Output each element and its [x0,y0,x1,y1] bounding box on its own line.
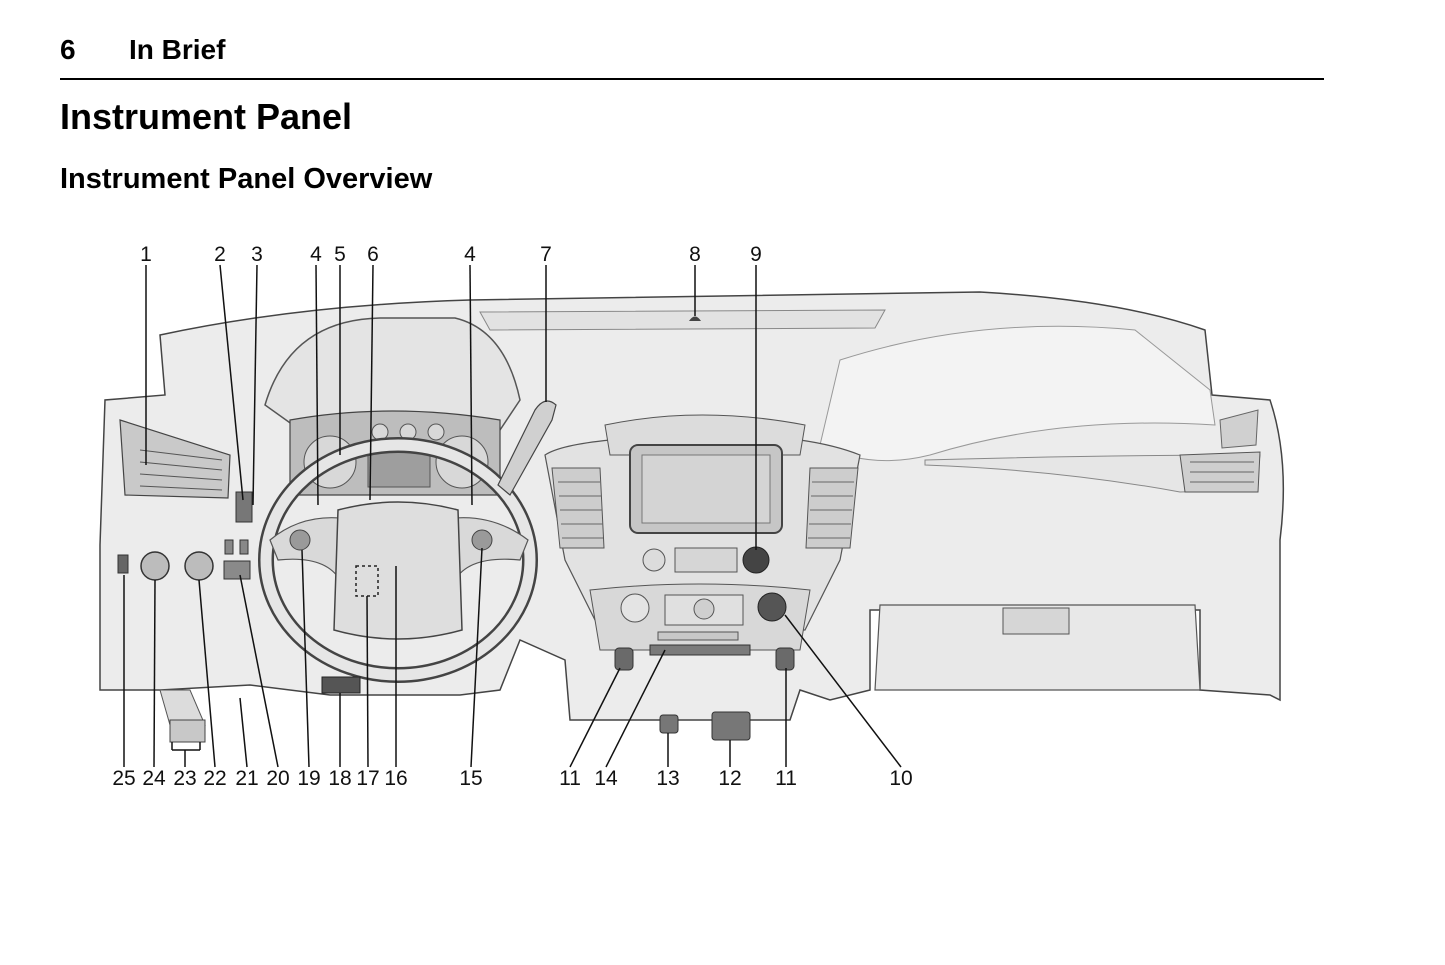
figure-title: Instrument Panel Overview [60,163,433,195]
callout-8: 8 [689,243,701,266]
callout-22: 22 [203,767,226,790]
running-header: 6 In Brief [60,34,1324,80]
callout-7: 7 [540,243,552,266]
callout-4-left: 4 [310,243,322,266]
section-name: In Brief [129,34,226,65]
callout-12: 12 [718,767,741,790]
callout-25: 25 [112,767,135,790]
callout-11-right: 11 [775,767,797,790]
callout-9: 9 [750,243,762,266]
callout-17: 17 [356,767,379,790]
callout-6: 6 [367,243,379,266]
callout-16: 16 [384,767,407,790]
callout-23: 23 [173,767,196,790]
callout-3: 3 [251,243,263,266]
dashboard-drawing [99,291,1285,743]
page-number: 6 [60,34,76,65]
callout-leaders [123,264,902,768]
callout-24: 24 [142,767,166,790]
callout-18: 18 [328,767,351,790]
callout-4-right: 4 [464,243,476,266]
bottom-callout-labels: 25 24 23 22 21 20 19 18 17 16 15 11 14 1… [112,767,912,790]
callout-10: 10 [889,767,912,790]
callout-11-left: 11 [559,767,581,790]
top-callout-labels: 1 2 3 4 5 6 4 7 8 9 [140,243,762,266]
callout-1: 1 [140,243,152,266]
callout-21: 21 [235,767,258,790]
callout-2: 2 [214,243,226,266]
page-title: Instrument Panel [60,96,353,137]
callout-20: 20 [266,767,289,790]
callout-5: 5 [334,243,346,266]
callout-13: 13 [656,767,679,790]
callout-14: 14 [594,767,618,790]
callout-19: 19 [297,767,320,790]
callout-15: 15 [459,767,482,790]
